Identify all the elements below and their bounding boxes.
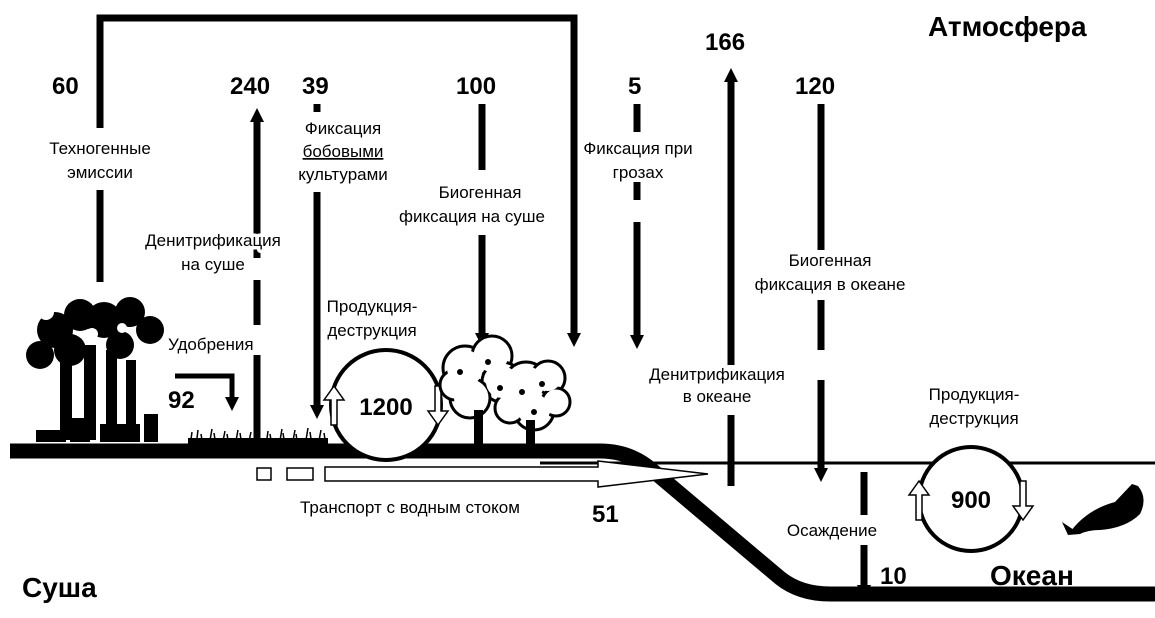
legume-fixation-arrow <box>310 104 324 419</box>
land-surface <box>10 443 1155 602</box>
tree-icon <box>438 334 572 446</box>
land-biogenic-fixation-arrow <box>475 104 489 347</box>
land-biogenic-fixation-value: 100 <box>456 73 496 100</box>
factory-icon <box>26 297 164 442</box>
lightning-fixation-label-line1: Фиксация при <box>583 139 692 158</box>
legume-fixation-value: 39 <box>302 73 329 100</box>
land-denitrification-label-line1: Денитрификация <box>145 231 281 250</box>
lightning-fixation-label-line2: грозах <box>613 163 664 182</box>
ocean-production-destruction-cycle <box>907 445 1035 553</box>
sedimentation-arrow <box>857 472 871 599</box>
ocean-biogenic-fixation-label-line1: Биогенная <box>789 251 872 270</box>
fertilizer-arrow <box>175 373 239 411</box>
land-denitrification-value: 240 <box>230 73 270 100</box>
land-denitrification-label-line2: на суше <box>181 255 245 274</box>
ocean-denitrification-label-line2: в океане <box>683 387 752 406</box>
legume-fixation-label-line3: культурами <box>298 165 388 184</box>
legume-fixation-label-line2: бобовыми <box>303 142 384 161</box>
ocean-cycle-label-line1: Продукция- <box>929 385 1020 404</box>
grass-icon <box>188 427 328 447</box>
atmosphere-label: Атмосфера <box>928 11 1087 42</box>
ocean-cycle-value: 900 <box>951 487 991 514</box>
land-denitrification-arrow <box>250 108 264 440</box>
ocean-biogenic-fixation-value: 120 <box>795 73 835 100</box>
fertilizers-label: Удобрения <box>168 335 254 354</box>
land-biogenic-fixation-label-line2: фиксация на суше <box>399 207 545 226</box>
lightning-fixation-arrow <box>630 104 644 349</box>
circular-arrow-icon <box>907 479 1035 522</box>
ocean-cycle-label-line2: деструкция <box>929 409 1018 428</box>
technogenic-value: 60 <box>52 73 79 100</box>
runoff-transport-arrow <box>256 460 709 488</box>
lightning-fixation-value: 5 <box>628 73 641 100</box>
fertilizers-value: 92 <box>168 387 195 414</box>
land-biogenic-fixation-label-line1: Биогенная <box>439 183 522 202</box>
land-cycle-label-line1: Продукция- <box>327 297 418 316</box>
ocean-biogenic-fixation-label-line2: фиксация в океане <box>755 275 906 294</box>
land-production-destruction-cycle <box>322 348 450 462</box>
fish-icon <box>1062 484 1144 535</box>
land-cycle-label-line2: деструкция <box>327 321 416 340</box>
ocean-region-label: Океан <box>990 560 1074 591</box>
ocean-denitrification-label-line1: Денитрификация <box>649 365 785 384</box>
ocean-denitrification-arrow <box>724 68 738 486</box>
legume-fixation-label-line1: Фиксация <box>305 119 381 138</box>
technogenic-label-line2: эмиссии <box>67 163 133 182</box>
technogenic-emission-flux <box>93 14 581 347</box>
sedimentation-label: Осаждение <box>787 521 877 540</box>
land-region-label: Суша <box>22 572 97 603</box>
circular-arrow-icon <box>322 384 450 427</box>
runoff-value: 51 <box>592 501 619 528</box>
sedimentation-value: 10 <box>880 563 907 590</box>
technogenic-label-line1: Техногенные <box>49 139 151 158</box>
ocean-biogenic-fixation-arrow <box>814 104 828 482</box>
ocean-denitrification-value: 166 <box>705 29 745 56</box>
runoff-label: Транспорт с водным стоком <box>300 498 520 517</box>
land-cycle-value: 1200 <box>359 394 412 421</box>
